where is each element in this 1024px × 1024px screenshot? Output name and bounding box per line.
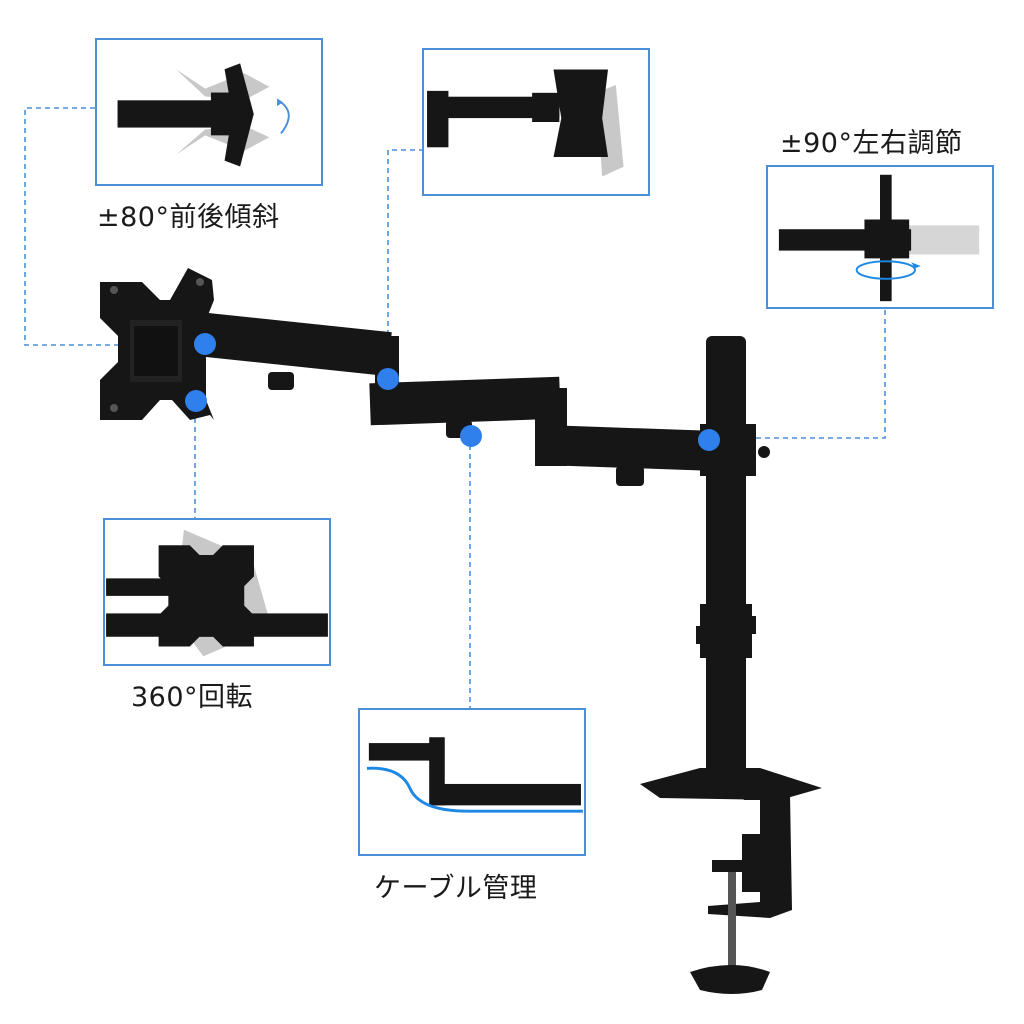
swivel-dot bbox=[698, 429, 720, 451]
rotate-label: 360°回転 bbox=[131, 682, 254, 713]
tilt-rotation-arrow-icon bbox=[280, 101, 290, 135]
rotate-detail-box bbox=[103, 518, 331, 666]
pole bbox=[706, 336, 746, 788]
swivel-label: ±90°左右調節 bbox=[780, 128, 963, 159]
extend-connector-line bbox=[387, 149, 424, 378]
cable-detail-box bbox=[358, 708, 586, 856]
arm-segment-1 bbox=[194, 311, 392, 377]
cable-dot bbox=[460, 425, 482, 447]
pole-and-clamp bbox=[640, 336, 822, 994]
cable-label: ケーブル管理 bbox=[374, 873, 538, 904]
arm-segment-2 bbox=[369, 376, 561, 426]
callout-connector-lines bbox=[24, 107, 886, 710]
desk-base-plate bbox=[640, 768, 822, 800]
arm-segments bbox=[194, 311, 770, 486]
swivel-connector-line bbox=[710, 310, 886, 439]
tilt-connector-line bbox=[24, 107, 205, 346]
rotate-dot bbox=[185, 390, 207, 412]
arm-segment-3 bbox=[539, 424, 721, 472]
extend-detail-box bbox=[422, 48, 650, 196]
swivel-rotation-arrow-icon bbox=[855, 260, 916, 280]
extend-dot bbox=[377, 368, 399, 390]
tilt-dot bbox=[194, 333, 216, 355]
tilt-label: ±80°前後傾斜 bbox=[97, 202, 280, 233]
swivel-detail-box bbox=[766, 165, 994, 309]
vesa-plate bbox=[100, 268, 214, 420]
feature-dots bbox=[185, 333, 720, 451]
tilt-detail-box bbox=[95, 38, 323, 186]
